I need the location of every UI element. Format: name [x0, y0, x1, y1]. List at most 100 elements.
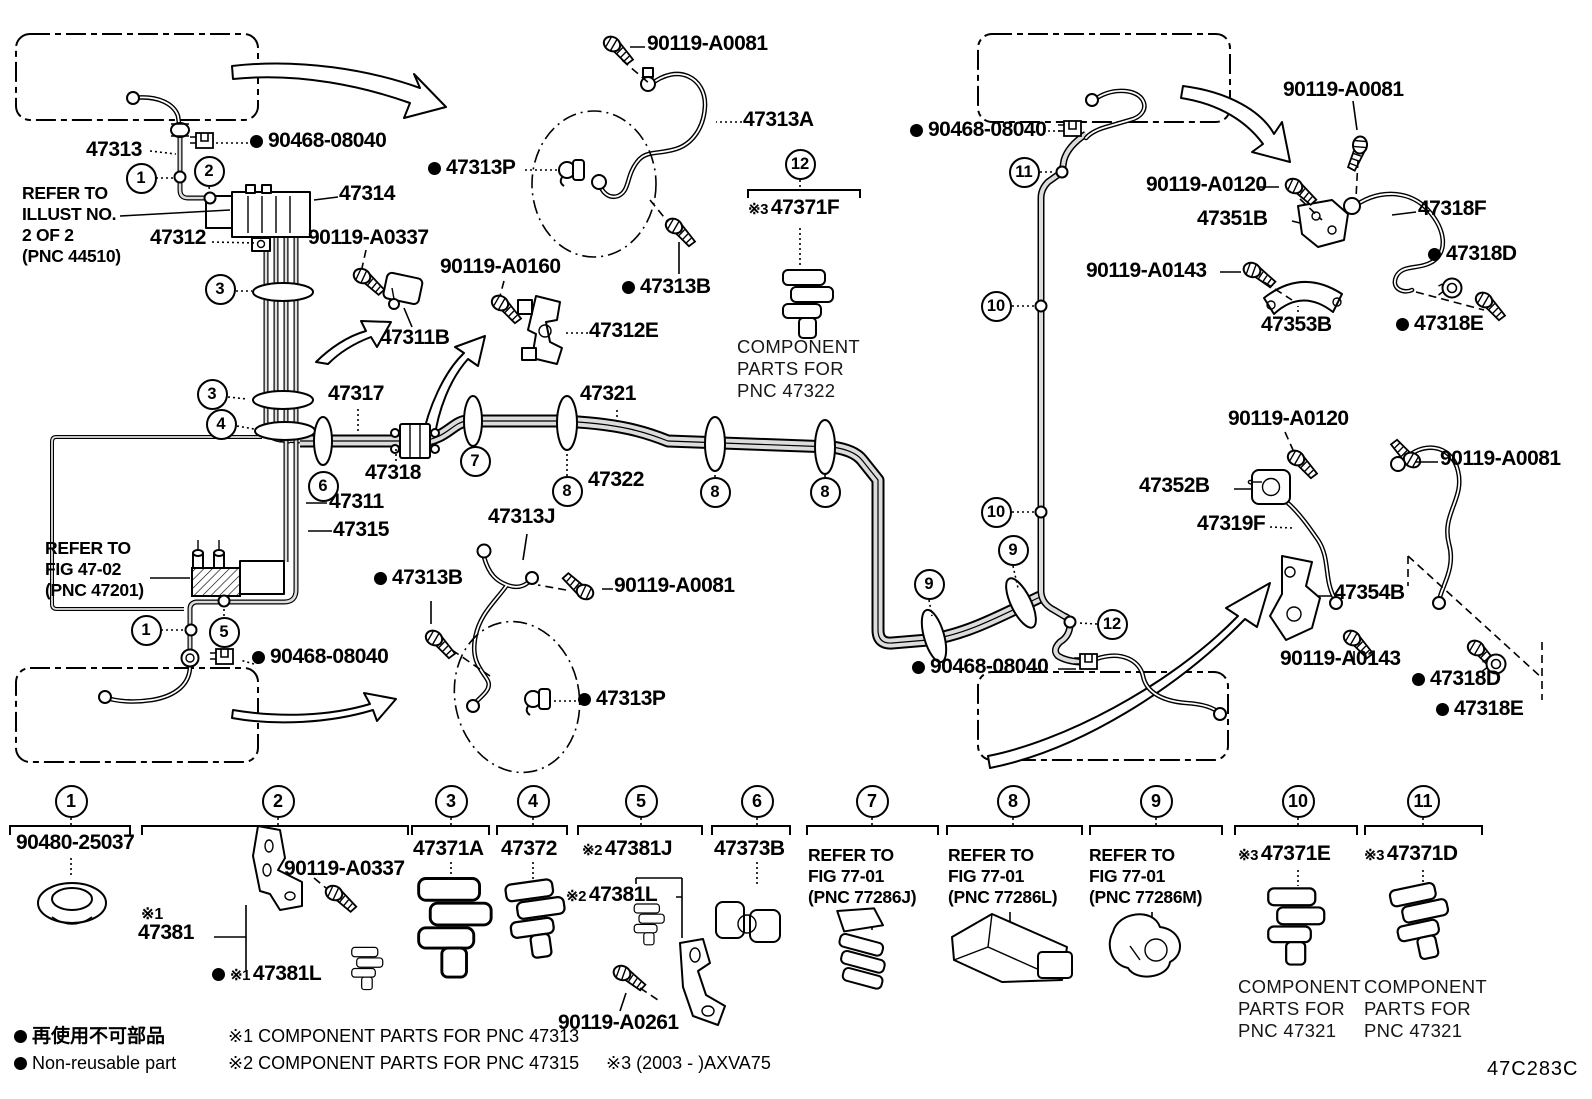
note-line: PNC 47322 [737, 380, 836, 401]
label-text: 47318D [1446, 242, 1517, 265]
part-label-47371a: 47371A [413, 838, 484, 860]
part-label-90119-a0143: 90119-A0143 [1086, 260, 1207, 282]
note-line: FIG 77-01 [948, 866, 1025, 886]
label-text: 47322 [588, 468, 644, 491]
callout-balloon-1: 1 [130, 614, 162, 646]
callout-balloon-9: 9 [1139, 784, 1173, 818]
label-text: 47313B [392, 566, 463, 589]
nonreusable-dot-icon [212, 968, 225, 981]
label-text: 47313A [743, 108, 814, 131]
part-label--1: ※1 [141, 906, 163, 923]
part-label-90119-a0081: 90119-A0081 [1440, 448, 1561, 470]
callout-balloon-7: 7 [459, 445, 491, 477]
part-label-47c283c: 47C283C [1487, 1058, 1579, 1080]
part-label-47321: 47321 [580, 383, 636, 405]
label-prefix: ※3 [748, 201, 768, 218]
label-text: 47317 [328, 382, 384, 405]
label-text: 47354B [1334, 581, 1405, 604]
nonreusable-dot-icon [1428, 248, 1441, 261]
note-line: (PNC 77286J) [808, 887, 917, 907]
label-text: 47312 [150, 226, 206, 249]
callout-balloon-11: 11 [1008, 156, 1040, 188]
label-text: 90119-A0120 [1146, 173, 1267, 196]
nonreusable-dot-icon [578, 693, 591, 706]
part-label-47313: 47313 [86, 139, 142, 161]
part-label-non-reusable-part: Non-reusable part [14, 1053, 176, 1074]
callout-balloon-8: 8 [809, 476, 841, 508]
part-label-47318e: 47318E [1396, 313, 1484, 335]
callout-balloon-1: 1 [125, 162, 157, 194]
balloon-number: 11 [1413, 790, 1433, 811]
balloon-number: 1 [65, 790, 76, 811]
callout-balloon-9: 9 [997, 534, 1029, 566]
part-label--2-component-parts-for-pnc-47315: ※2 COMPONENT PARTS FOR PNC 47315 [228, 1053, 579, 1074]
label-text: 47315 [333, 518, 389, 541]
callout-balloon-6: 6 [307, 470, 339, 502]
label-text: 47353B [1261, 313, 1332, 336]
part-label-90119-a0120: 90119-A0120 [1228, 408, 1349, 430]
nonreusable-dot-icon [910, 124, 923, 137]
part-label-47314: 47314 [339, 183, 395, 205]
balloon-number: 2 [204, 161, 214, 180]
part-label-90468-08040: 90468-08040 [910, 119, 1047, 141]
balloon-number: 8 [1007, 790, 1018, 811]
label-text: 90119-A0337 [308, 226, 429, 249]
callout-balloon-10: 10 [980, 496, 1012, 528]
note-line: FIG 47-02 [45, 559, 122, 579]
balloon-number: 6 [318, 476, 328, 495]
label-text: 47313 [86, 138, 142, 161]
label-text: 47381 [138, 921, 194, 944]
part-label--1-component-parts-for-pnc-47313: ※1 COMPONENT PARTS FOR PNC 47313 [228, 1026, 579, 1047]
part-label-47317: 47317 [328, 383, 384, 405]
callout-balloon-3: 3 [434, 784, 468, 818]
note-line: REFER TO [948, 845, 1034, 865]
part-label-47353b: 47353B [1261, 314, 1332, 336]
part-label-47351b: 47351B [1197, 208, 1268, 230]
note-line: PNC 47321 [1238, 1020, 1337, 1041]
part-label-90468-08040: 90468-08040 [912, 655, 1049, 678]
balloon-number: 1 [136, 168, 146, 187]
label-text: 47318 [365, 461, 421, 484]
part-label-47311b: 47311B [380, 327, 450, 349]
part-label-47312: 47312 [150, 227, 206, 249]
label-text: ※1 [141, 906, 164, 923]
label-text: 90468-08040 [930, 655, 1049, 678]
part-label-47313p: 47313P [578, 688, 666, 710]
callout-balloon-2: 2 [193, 155, 225, 187]
part-label--3-2003-axva75: ※3 (2003 - )AXVA75 [606, 1053, 771, 1074]
label-text: 90119-A0081 [614, 574, 735, 597]
nonreusable-dot-icon [1412, 673, 1425, 686]
callout-balloon-10: 10 [980, 290, 1012, 322]
balloon-number: 1 [141, 620, 151, 639]
label-text: 47373B [714, 837, 785, 860]
label-prefix: ※1 [230, 967, 250, 984]
nonreusable-dot-icon [374, 572, 387, 585]
note-line: (PNC 47201) [45, 580, 144, 600]
label-text: 47372 [501, 837, 557, 860]
part-label-90119-a0081: 90119-A0081 [614, 575, 735, 597]
note-line: (PNC 44510) [22, 246, 121, 266]
note-line: FIG 77-01 [808, 866, 885, 886]
note-line: COMPONENT [1364, 976, 1487, 997]
label-text: ※3 (2003 - )AXVA75 [606, 1053, 771, 1073]
note-line: REFER TO [22, 183, 108, 203]
nonreusable-dot-icon [250, 135, 263, 148]
balloon-number: 10 [1287, 790, 1309, 811]
note-line: REFER TO [45, 538, 131, 558]
label-text: 90480-25037 [16, 831, 135, 854]
balloon-number: 7 [470, 451, 480, 470]
label-text: 47371F [770, 196, 840, 219]
part-label-47373b: 47373B [714, 838, 785, 860]
callout-balloon-12: 12 [1096, 608, 1128, 640]
nonreusable-dot-icon [428, 162, 441, 175]
callout-balloon-2: 2 [261, 784, 295, 818]
